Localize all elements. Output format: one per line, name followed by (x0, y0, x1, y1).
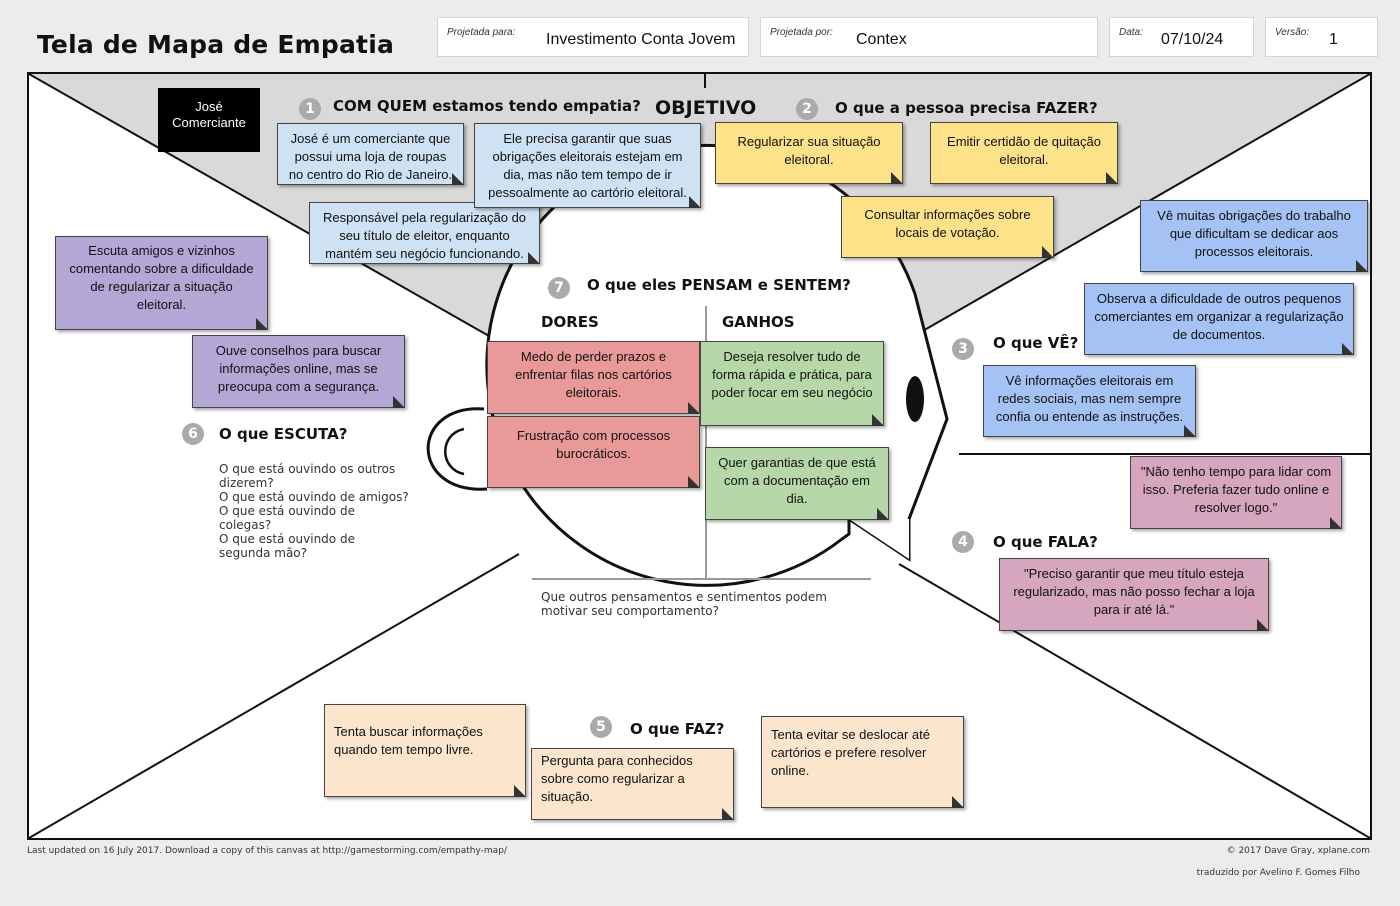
version-box[interactable]: Versão: 1 (1265, 17, 1378, 57)
pains-heading: DORES (541, 313, 599, 331)
think-hint: Que outros pensamentos e sentimentos pod… (541, 590, 827, 618)
persona-card[interactable]: José Comerciante (158, 88, 260, 152)
does-number: 5 (590, 716, 612, 738)
goal-heading: OBJETIVO (655, 97, 757, 119)
ear (426, 407, 488, 491)
designed-by-value: Contex (856, 31, 907, 48)
sticky-note-does-3[interactable]: Tenta evitar se deslocar até cartórios e… (761, 716, 964, 808)
sticky-note-say-1[interactable]: "Não tenho tempo para lidar com isso. Pr… (1130, 456, 1342, 529)
footer-credit: traduzido por Avelino F. Gomes Filho (1196, 868, 1360, 878)
designed-for-value: Investimento Conta Jovem (546, 31, 736, 48)
sticky-note-say-2[interactable]: "Preciso garantir que meu título esteja … (999, 558, 1269, 631)
sticky-note-see-3[interactable]: Vê informações eleitorais em redes socia… (983, 365, 1196, 437)
ear-inner (444, 427, 465, 476)
designed-for-label: Projetada para: (447, 27, 516, 38)
who-heading: COM QUEM estamos tendo empatia? (333, 97, 641, 115)
who-number: 1 (299, 98, 321, 120)
diagonal-bottom-right (898, 563, 1370, 838)
do-heading: O que a pessoa precisa FAZER? (835, 99, 1098, 117)
think-heading: O que eles PENSAM e SENTEM? (587, 276, 851, 294)
version-label: Versão: (1275, 27, 1310, 38)
hear-hint-line: O que está ouvindo de segunda mão? (219, 532, 355, 560)
date-value: 07/10/24 (1161, 31, 1224, 48)
see-heading: O que VÊ? (993, 334, 1079, 352)
sticky-note-do-2[interactable]: Emitir certidão de quitação eleitoral. (930, 122, 1118, 184)
designed-for-box[interactable]: Projetada para: Investimento Conta Jovem (437, 17, 749, 57)
designed-by-box[interactable]: Projetada por: Contex (760, 17, 1098, 57)
say-number: 4 (952, 531, 974, 553)
sticky-note-pain-1[interactable]: Medo de perder prazos e enfrentar filas … (487, 341, 700, 414)
sticky-note-does-1[interactable]: Tenta buscar informações quando tem temp… (324, 704, 526, 797)
hear-hint-line: O que está ouvindo os outros dizerem? (219, 462, 396, 490)
diagonal-bottom-left (29, 553, 520, 838)
sticky-note-do-1[interactable]: Regularizar sua situação eleitoral. (715, 122, 903, 184)
designed-by-label: Projetada por: (770, 27, 833, 38)
say-heading: O que FALA? (993, 533, 1098, 551)
sticky-note-goal-1[interactable]: Ele precisa garantir que suas obrigações… (474, 123, 701, 208)
do-number: 2 (796, 98, 818, 120)
sticky-note-hear-1[interactable]: Escuta amigos e vizinhos comentando sobr… (55, 236, 268, 330)
sticky-note-do-3[interactable]: Consultar informações sobre locais de vo… (841, 196, 1054, 258)
hear-heading: O que ESCUTA? (219, 425, 348, 443)
see-number: 3 (952, 338, 974, 360)
sticky-note-gain-2[interactable]: Quer garantias de que está com a documen… (705, 447, 889, 520)
head-outline-chin (849, 519, 909, 559)
does-heading: O que FAZ? (630, 720, 725, 738)
sticky-note-see-1[interactable]: Vê muitas obrigações do trabalho que dif… (1140, 200, 1368, 272)
page-title: Tela de Mapa de Empatia (37, 30, 395, 59)
footer-left: Last updated on 16 July 2017. Download a… (27, 846, 507, 856)
date-box[interactable]: Data: 07/10/24 (1109, 17, 1254, 57)
sticky-note-hear-2[interactable]: Ouve conselhos para buscar informações o… (192, 335, 405, 408)
sticky-note-does-2[interactable]: Pergunta para conhecidos sobre como regu… (531, 748, 734, 820)
gains-heading: GANHOS (722, 313, 795, 331)
version-value: 1 (1329, 31, 1338, 48)
sticky-note-see-2[interactable]: Observa a dificuldade de outros pequenos… (1084, 283, 1354, 355)
eye (906, 376, 924, 422)
hear-hint: O que está ouvindo os outros dizerem? O … (219, 462, 409, 560)
sticky-note-who-1[interactable]: José é um comerciante que possui uma loj… (277, 123, 464, 185)
sticky-note-pain-2[interactable]: Frustração com processos burocráticos. (487, 416, 700, 488)
hear-number: 6 (182, 423, 204, 445)
hear-hint-line: O que está ouvindo de colegas? (219, 504, 355, 532)
footer-right: © 2017 Dave Gray, xplane.com (1226, 846, 1370, 856)
sticky-note-who-2[interactable]: Responsável pela regularização do seu tí… (309, 202, 540, 264)
hear-hint-line: O que está ouvindo de amigos? (219, 490, 409, 504)
sticky-note-gain-1[interactable]: Deseja resolver tudo de forma rápida e p… (700, 341, 884, 426)
diagonal-top-left (29, 74, 490, 337)
think-number: 7 (548, 277, 570, 299)
date-label: Data: (1119, 27, 1143, 38)
